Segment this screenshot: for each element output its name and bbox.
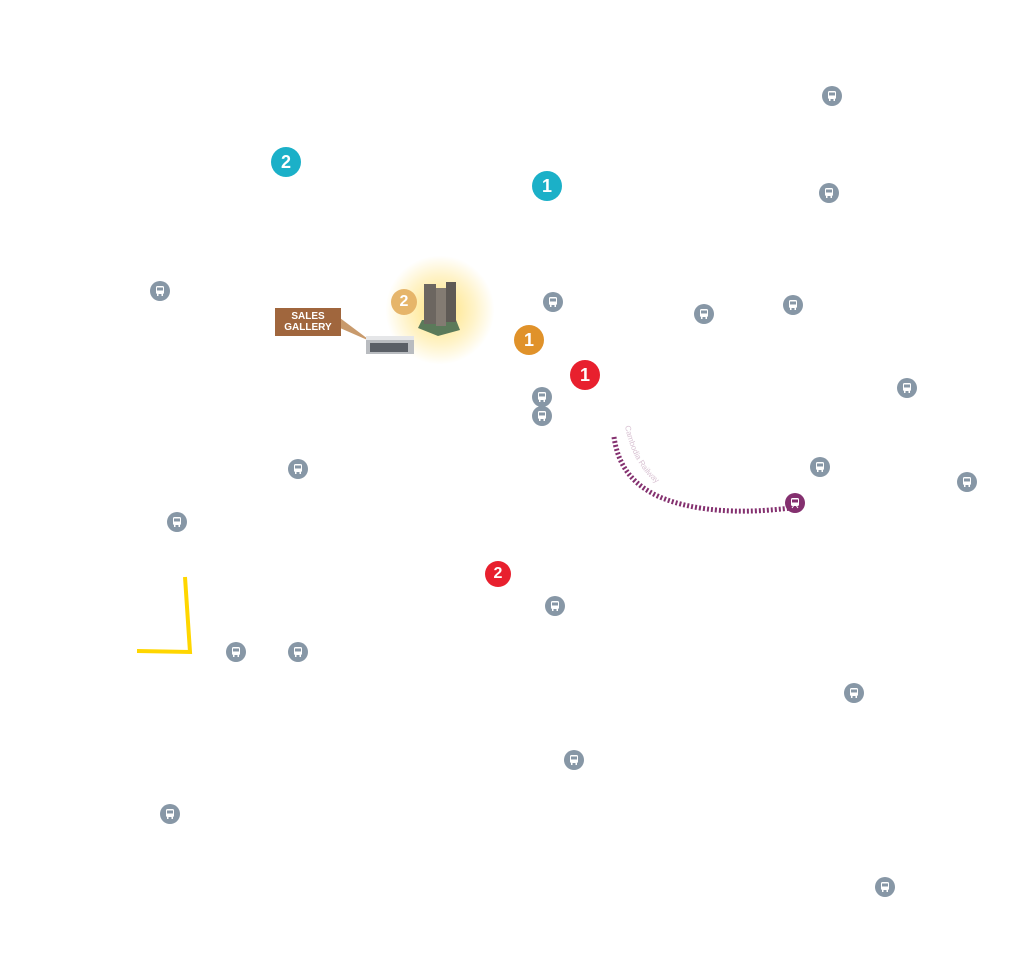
map-marker-teal-2[interactable]: 2: [271, 147, 301, 177]
bus-stop-icon[interactable]: [694, 304, 714, 324]
sales-gallery-label: SALES GALLERY: [275, 308, 341, 336]
sales-gallery-image[interactable]: [364, 334, 416, 356]
bus-stop-icon[interactable]: [288, 642, 308, 662]
map-marker-orange-1[interactable]: 1: [514, 325, 544, 355]
map-marker-project-2[interactable]: 2: [391, 289, 417, 315]
sales-callout-pointer: [340, 318, 372, 342]
bus-stop-icon[interactable]: [160, 804, 180, 824]
bus-stop-icon[interactable]: [957, 472, 977, 492]
bus-stop-icon[interactable]: [288, 459, 308, 479]
bus-stop-icon[interactable]: [545, 596, 565, 616]
highlighted-road: [136, 576, 193, 655]
bus-stop-icon[interactable]: [875, 877, 895, 897]
map-marker-red-1[interactable]: 1: [570, 360, 600, 390]
sales-gallery-text: SALES GALLERY: [284, 311, 332, 333]
bus-stop-icon[interactable]: [226, 642, 246, 662]
railway-line: [611, 436, 793, 514]
bus-stop-icon[interactable]: [543, 292, 563, 312]
bus-stop-icon[interactable]: [844, 683, 864, 703]
map-marker-teal-1[interactable]: 1: [532, 171, 562, 201]
train-station-icon[interactable]: [785, 493, 805, 513]
map-marker-red-2[interactable]: 2: [485, 561, 511, 587]
bus-stop-icon[interactable]: [819, 183, 839, 203]
bus-stop-icon[interactable]: [564, 750, 584, 770]
bus-stop-icon[interactable]: [532, 406, 552, 426]
bus-stop-icon[interactable]: [167, 512, 187, 532]
project-tower-image[interactable]: [418, 280, 460, 336]
bus-stop-icon[interactable]: [150, 281, 170, 301]
bus-stop-icon[interactable]: [810, 457, 830, 477]
bus-stop-icon[interactable]: [532, 387, 552, 407]
bus-stop-icon[interactable]: [897, 378, 917, 398]
bus-stop-icon[interactable]: [783, 295, 803, 315]
bus-stop-icon[interactable]: [822, 86, 842, 106]
